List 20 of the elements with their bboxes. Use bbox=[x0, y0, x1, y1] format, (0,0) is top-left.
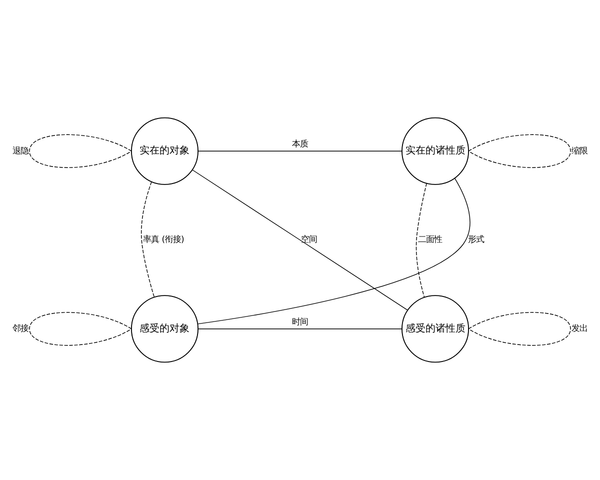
node-circle: 感受的诸性质 bbox=[402, 295, 470, 363]
edge-label: 空间 bbox=[300, 235, 317, 246]
connector bbox=[192, 170, 408, 310]
node-circle: 实在的对象 bbox=[130, 117, 198, 185]
edge-label: 率真 (衔接) bbox=[143, 235, 184, 246]
edge-label: 邻接 bbox=[12, 324, 29, 334]
edge-label: 本质 bbox=[292, 140, 308, 150]
edge-label: 退隐 bbox=[12, 146, 29, 156]
connector bbox=[140, 181, 155, 298]
edge-label: 缩限 bbox=[571, 146, 588, 156]
node-circle: 实在的诸性质 bbox=[402, 117, 470, 185]
node-circle: 感受的对象 bbox=[130, 295, 198, 363]
connector bbox=[197, 178, 470, 324]
edge-label: 发出 bbox=[571, 324, 588, 334]
edge-label: 时间 bbox=[292, 317, 308, 328]
connector bbox=[198, 150, 402, 152]
edge-label: 形式 bbox=[468, 235, 484, 246]
connector bbox=[198, 328, 402, 330]
edge-label: 二面性 bbox=[418, 235, 442, 246]
connector bbox=[416, 182, 427, 298]
